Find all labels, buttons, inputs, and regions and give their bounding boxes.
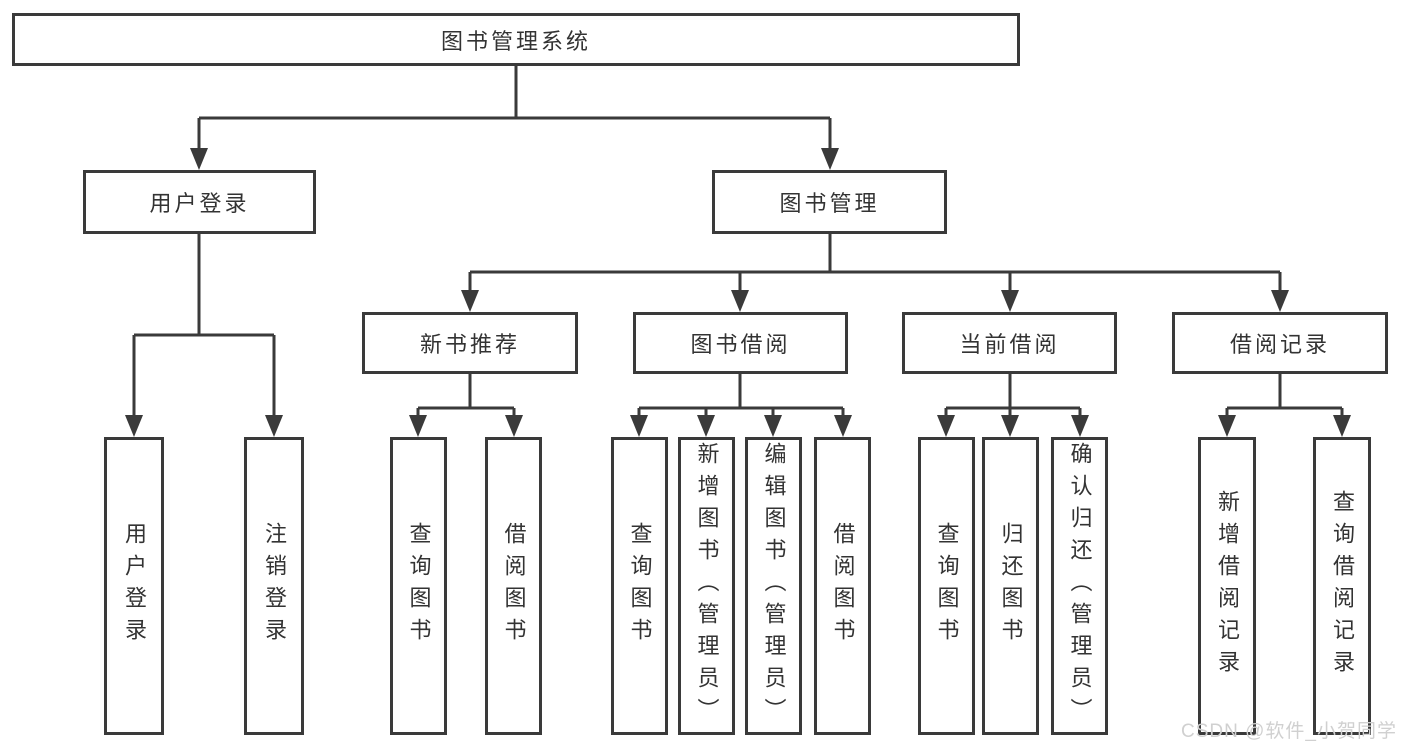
tree-edges [132, 66, 1344, 417]
leaf-confirm-return-admin: 确认归还（管理员） [1051, 437, 1108, 735]
node-label: 用户登录 [149, 191, 250, 216]
node-label: 新增借阅记录 [1215, 490, 1240, 682]
leaf-borrow-books: 借阅图书 [814, 437, 871, 735]
node-user-login: 用户登录 [83, 170, 316, 234]
node-label: 图书借阅 [690, 332, 791, 357]
node-label: 借阅图书 [830, 522, 856, 650]
node-label: 图书管理 [779, 191, 880, 216]
node-label: 查询图书 [406, 522, 432, 650]
node-label: 编辑图书（管理员） [761, 442, 787, 730]
leaf-add-books-admin: 新增图书（管理员） [678, 437, 735, 735]
node-label: 借阅记录 [1229, 332, 1330, 357]
leaf-logout: 注销登录 [244, 437, 304, 735]
node-borrowing-records: 借阅记录 [1172, 312, 1388, 374]
node-label: 查询图书 [934, 522, 960, 650]
node-current-borrowing: 当前借阅 [902, 312, 1117, 374]
leaf-borrow-books-rec: 借阅图书 [485, 437, 542, 735]
leaf-query-books-rec: 查询图书 [390, 437, 447, 735]
node-label: 图书管理系统 [440, 28, 591, 54]
node-label: 查询图书 [627, 522, 653, 650]
leaf-query-books-current: 查询图书 [918, 437, 975, 735]
leaf-return-books: 归还图书 [982, 437, 1039, 735]
node-book-borrowing: 图书借阅 [633, 312, 848, 374]
csdn-watermark: CSDN @软件_小贺同学 [1181, 721, 1397, 742]
node-label: 新增图书（管理员） [694, 442, 720, 730]
node-book-management: 图书管理 [712, 170, 947, 234]
node-label: 新书推荐 [419, 332, 520, 357]
node-new-book-recommendation: 新书推荐 [362, 312, 578, 374]
node-label: 借阅图书 [501, 522, 527, 650]
leaf-user-login: 用户登录 [104, 437, 164, 735]
node-label: 用户登录 [122, 522, 147, 650]
node-label: 归还图书 [998, 522, 1024, 650]
node-label: 查询借阅记录 [1330, 490, 1355, 682]
leaf-edit-books-admin: 编辑图书（管理员） [745, 437, 802, 735]
leaf-query-books-borrow: 查询图书 [611, 437, 668, 735]
node-root-library-management-system: 图书管理系统 [12, 13, 1020, 66]
leaf-add-borrow-record: 新增借阅记录 [1198, 437, 1256, 735]
node-label: 当前借阅 [959, 332, 1060, 357]
leaf-query-borrow-record: 查询借阅记录 [1313, 437, 1371, 735]
node-label: 注销登录 [262, 522, 287, 650]
arrowheads [125, 148, 1351, 437]
node-label: 确认归还（管理员） [1067, 442, 1093, 730]
